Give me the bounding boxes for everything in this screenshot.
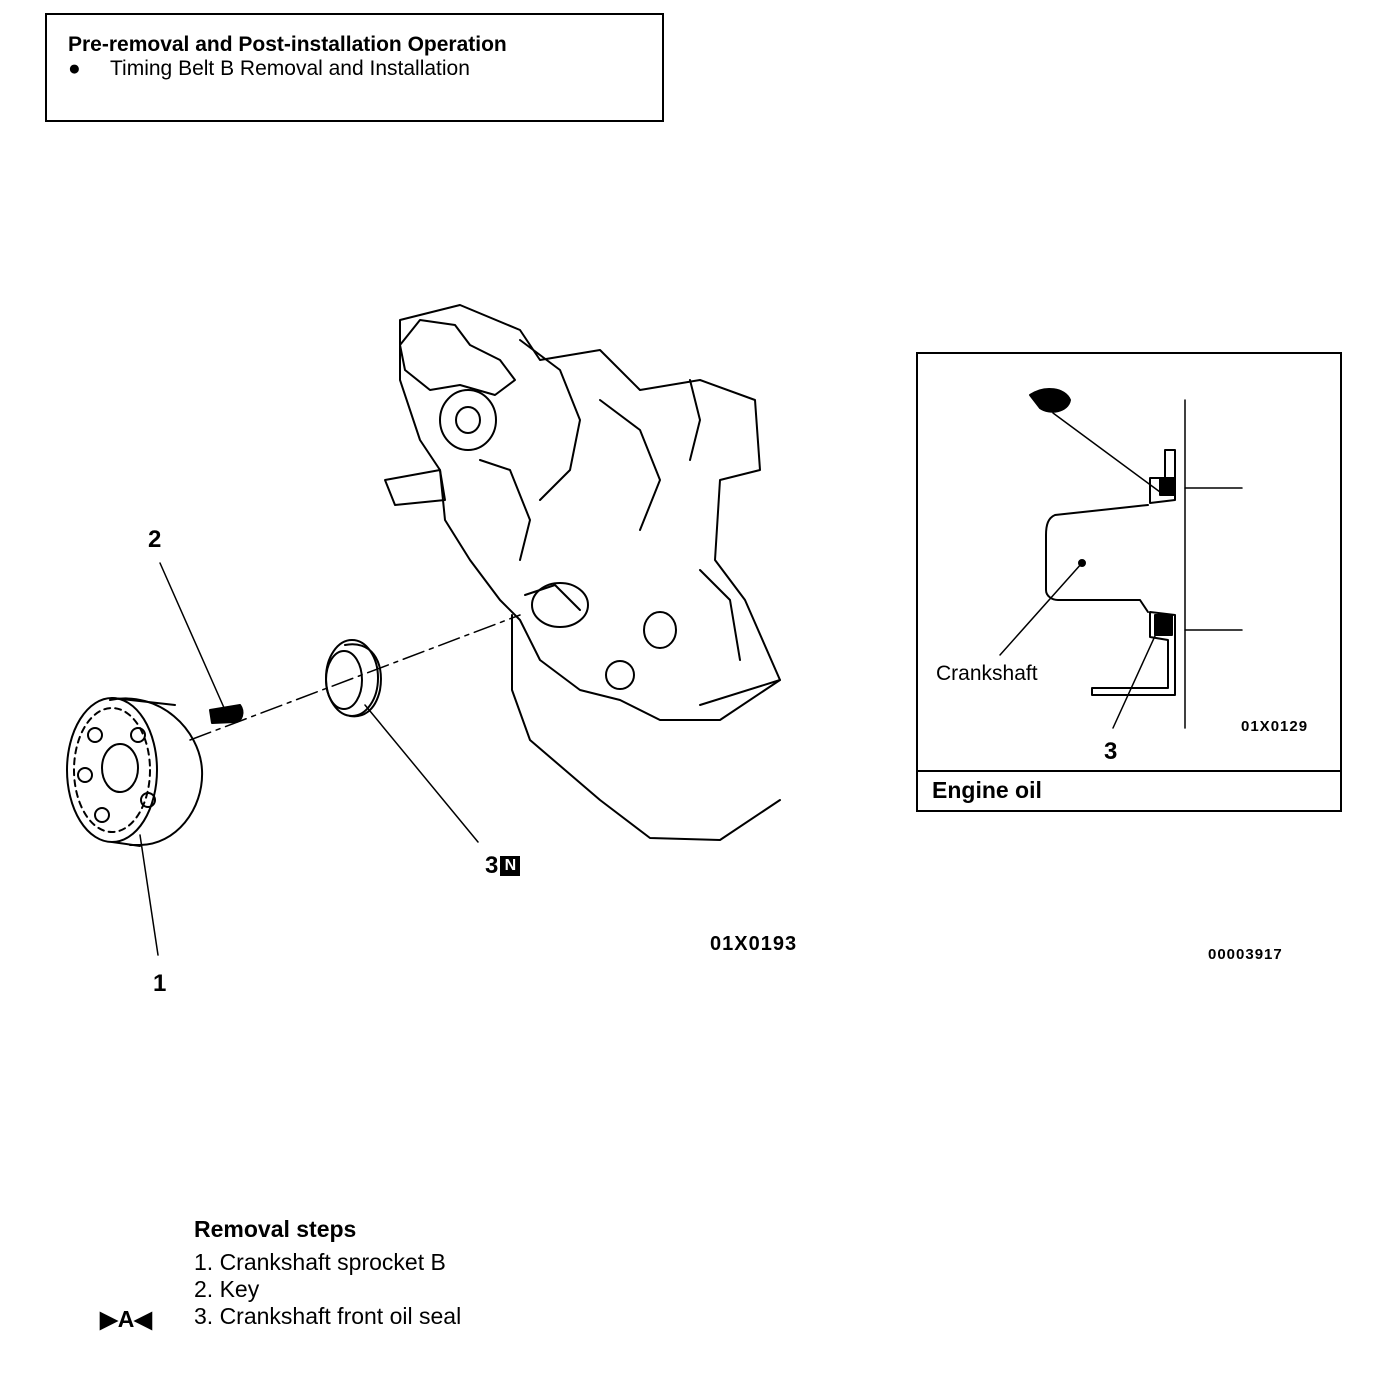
leader-line-1 — [139, 834, 159, 956]
inset-callout-3: 3 — [1104, 738, 1118, 765]
removal-steps: Removal steps 1. Crankshaft sprocket B 2… — [194, 1216, 461, 1330]
leader-line-2 — [159, 562, 226, 711]
callout-2: 2 — [148, 526, 162, 553]
key-drawing — [209, 704, 244, 724]
service-point-marker: ▶A◀ — [100, 1306, 152, 1332]
bullet-icon: ● — [68, 57, 81, 80]
engine-oil-label: Engine oil — [932, 777, 1042, 803]
operation-item-text: Timing Belt B Removal and Installation — [110, 57, 470, 80]
oil-seal-drawing — [325, 639, 382, 718]
pre-removal-operation-box: Pre-removal and Post-installation Operat… — [45, 13, 664, 122]
inset-footer: Engine oil — [918, 770, 1340, 810]
leader-line-3 — [364, 704, 479, 843]
removal-step: 1. Crankshaft sprocket B — [194, 1249, 446, 1275]
removal-steps-heading: Removal steps — [194, 1216, 357, 1242]
crankshaft-label: Crankshaft — [936, 662, 1038, 685]
engine-block-drawing — [384, 304, 781, 841]
callout-3-number: 3 — [485, 852, 499, 879]
inset-figure-code: 01X0129 — [1241, 718, 1309, 735]
main-figure-code: 01X0193 — [710, 933, 798, 955]
new-part-badge: N — [500, 856, 521, 876]
removal-step: 2. Key — [194, 1276, 260, 1302]
operation-item: ● Timing Belt B Removal and Installation — [68, 57, 470, 81]
inset-section-drawing — [999, 388, 1243, 729]
operation-title: Pre-removal and Post-installation Operat… — [68, 33, 507, 56]
page-code: 00003917 — [1208, 946, 1283, 963]
callout-1: 1 — [153, 970, 167, 997]
oil-seal-detail-inset: Crankshaft 3 01X0129 Engine oil — [916, 352, 1342, 812]
removal-step: 3. Crankshaft front oil seal — [194, 1303, 462, 1329]
crankshaft-sprocket-drawing — [66, 697, 204, 847]
assembly-axis-line — [189, 614, 521, 741]
